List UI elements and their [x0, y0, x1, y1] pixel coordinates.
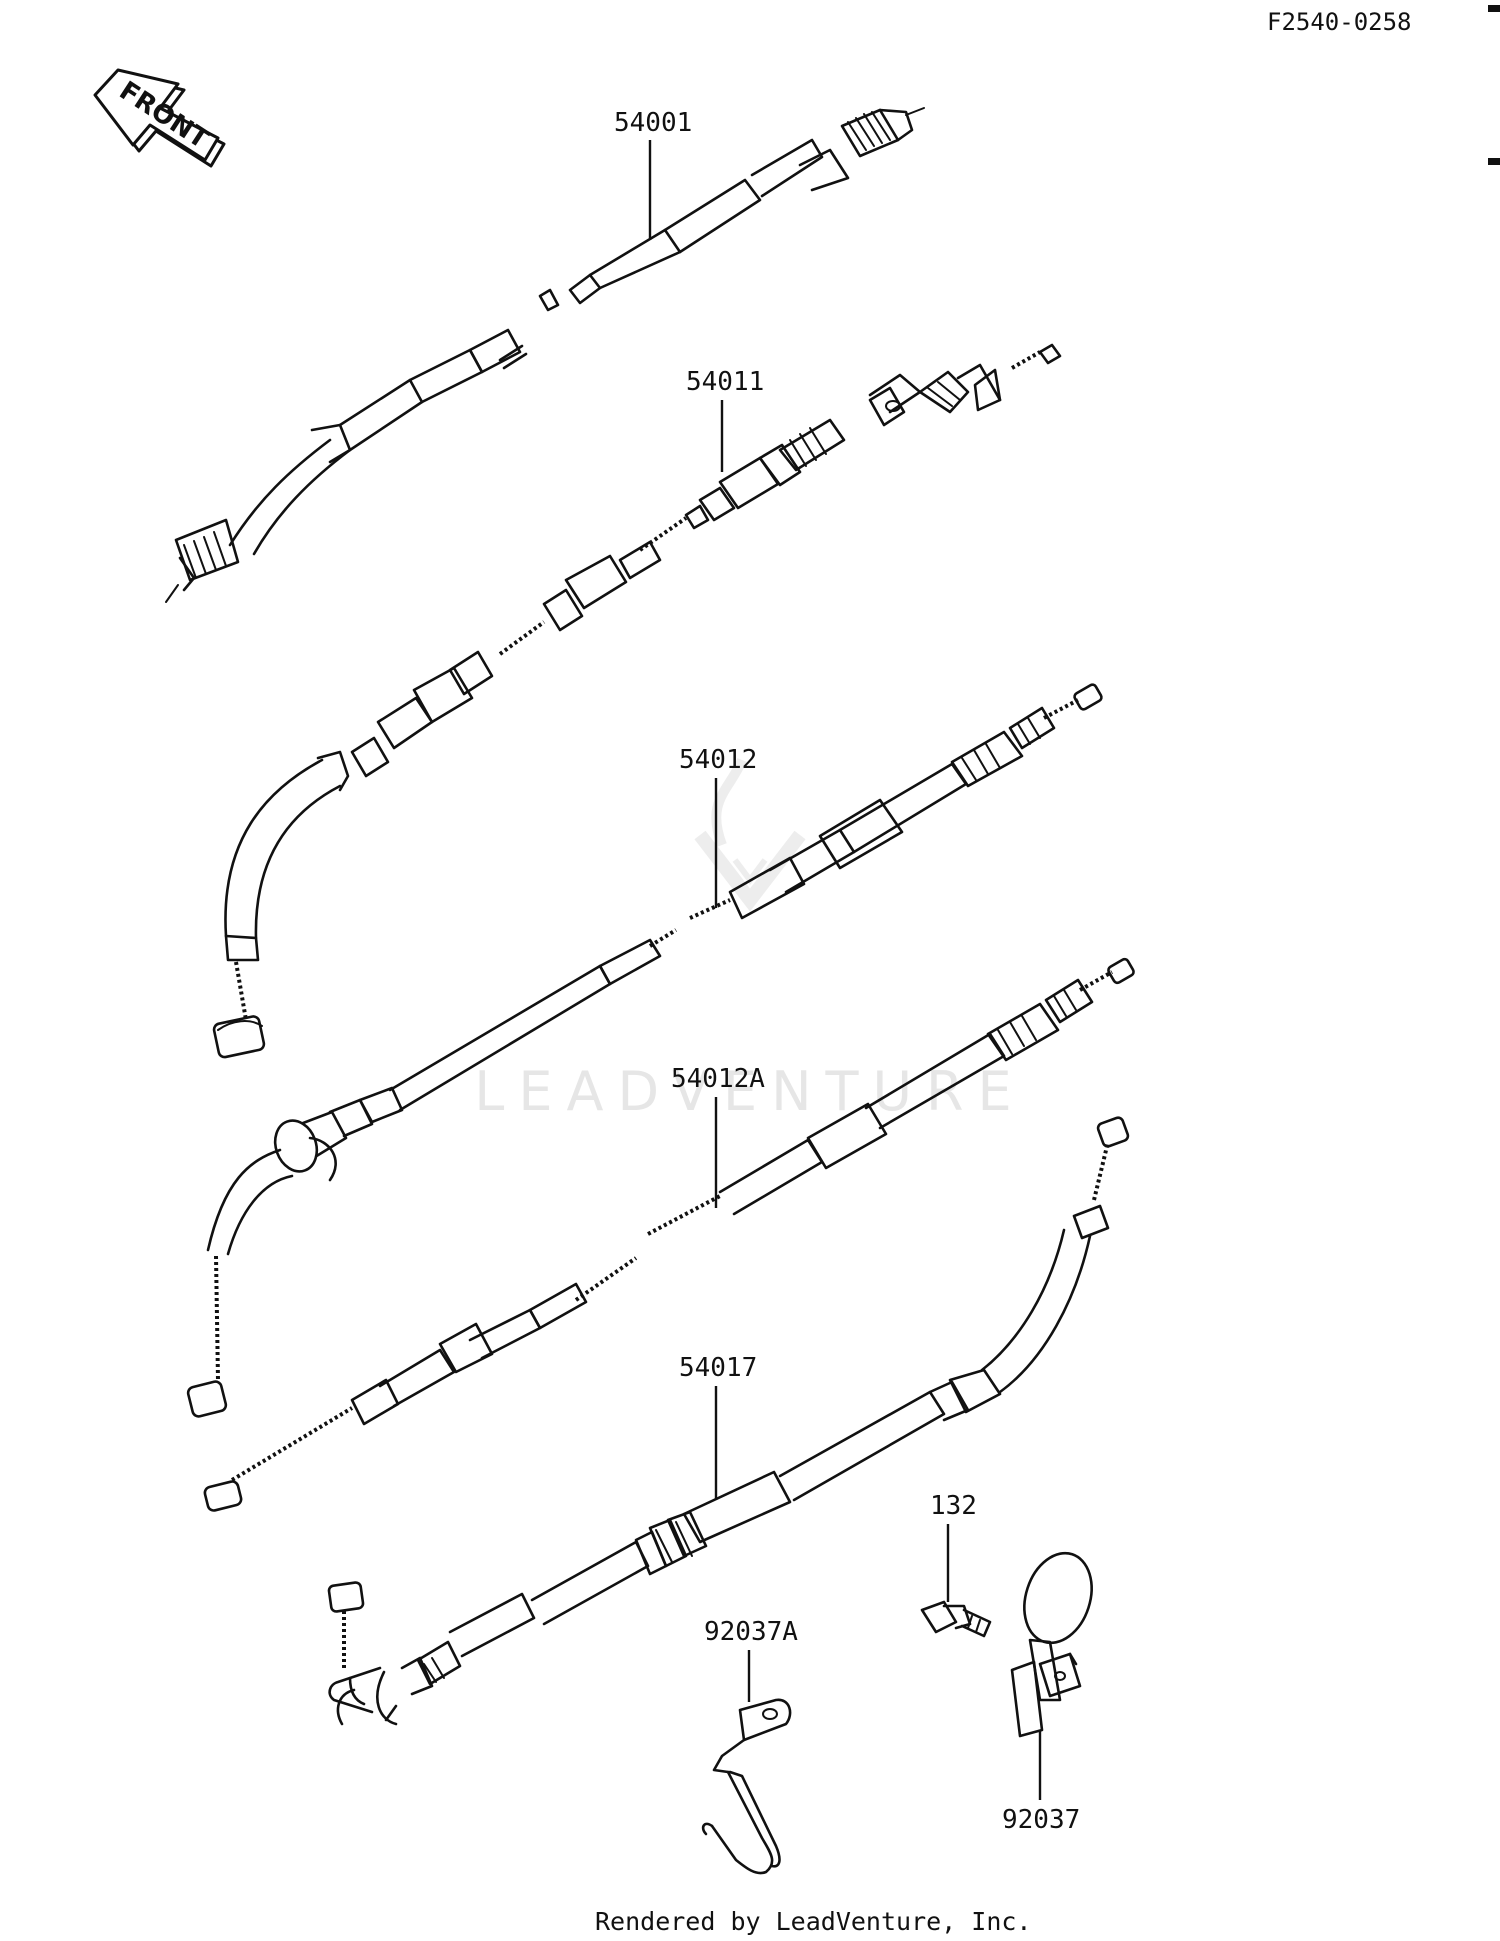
- part-label: 92037A: [704, 1617, 798, 1647]
- edge-mark: [1488, 5, 1500, 12]
- bracket-92037a: [701, 1698, 792, 1875]
- cable-54012: [186, 683, 1103, 1418]
- cable-54017: [327, 1116, 1130, 1726]
- clamp-92037: [1010, 1551, 1093, 1738]
- diagram-code: F2540-0258: [1267, 8, 1412, 36]
- edge-mark: [1488, 158, 1500, 165]
- front-arrow-icon: FRONT: [93, 68, 226, 168]
- part-label: 54012: [679, 745, 757, 775]
- cable-54012a: [203, 957, 1135, 1512]
- footer-credit: Rendered by LeadVenture, Inc.: [595, 1907, 1032, 1936]
- part-label: 92037: [1002, 1805, 1080, 1835]
- part-label: 54001: [614, 108, 692, 138]
- part-label: 54011: [686, 367, 764, 397]
- cable-54001: [165, 107, 925, 603]
- watermark-text: LEADVENTURE: [474, 1060, 1025, 1123]
- cable-54011: [212, 343, 1062, 1059]
- part-label: 54017: [679, 1353, 757, 1383]
- bolt-132: [920, 1600, 992, 1638]
- leadventure-watermark: LEADVENTURE: [474, 757, 1025, 1123]
- part-label: 132: [930, 1491, 977, 1521]
- part-label: 54012A: [671, 1064, 765, 1094]
